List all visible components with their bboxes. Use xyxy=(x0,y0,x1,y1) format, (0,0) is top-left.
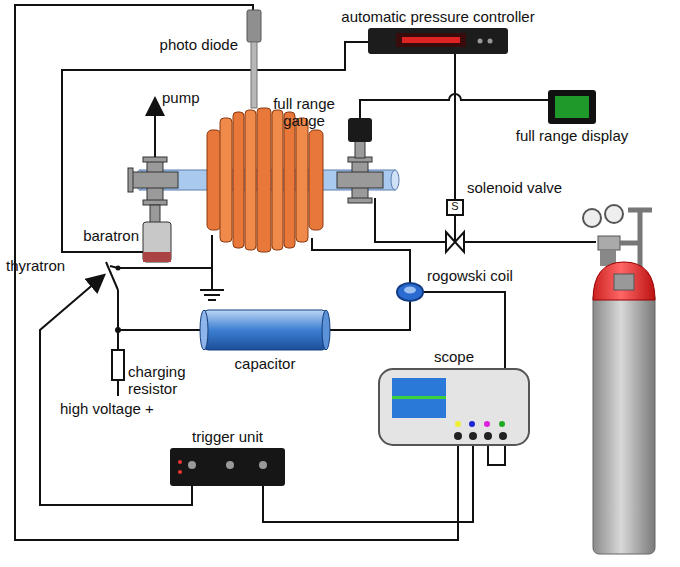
device-label: scope xyxy=(434,348,474,365)
part-label: photo diode xyxy=(160,37,238,54)
part-label: baratron xyxy=(83,228,139,245)
oscilloscope: scope xyxy=(378,368,530,446)
device-label: full range display xyxy=(516,127,629,144)
capacitor-bank: capacitor xyxy=(200,308,330,352)
part-label: charging resistor xyxy=(128,364,200,397)
part-label: high voltage + xyxy=(60,401,154,418)
pressure-controller: automatic pressure controller xyxy=(368,28,508,54)
solenoid-letter: S xyxy=(451,200,458,212)
device-shape xyxy=(368,28,508,54)
part-label: full range gauge xyxy=(262,96,346,129)
device-label: capacitor xyxy=(235,355,296,372)
device-shape xyxy=(378,368,530,446)
signal-wire xyxy=(263,446,473,522)
device-shape xyxy=(548,90,596,124)
part-label: rogowski coil xyxy=(427,268,513,285)
part-label: solenoid valve xyxy=(467,180,562,197)
device-label: automatic pressure controller xyxy=(341,8,534,25)
pressure-display: full range display xyxy=(548,90,596,124)
device-label: trigger unit xyxy=(192,428,263,445)
device-shape xyxy=(200,308,330,352)
resistor-symbol xyxy=(112,350,124,380)
part-label: thyratron xyxy=(6,258,65,275)
part-label: pump xyxy=(162,90,200,107)
trigger-unit: trigger unit xyxy=(170,448,285,486)
device-shape xyxy=(170,448,285,486)
